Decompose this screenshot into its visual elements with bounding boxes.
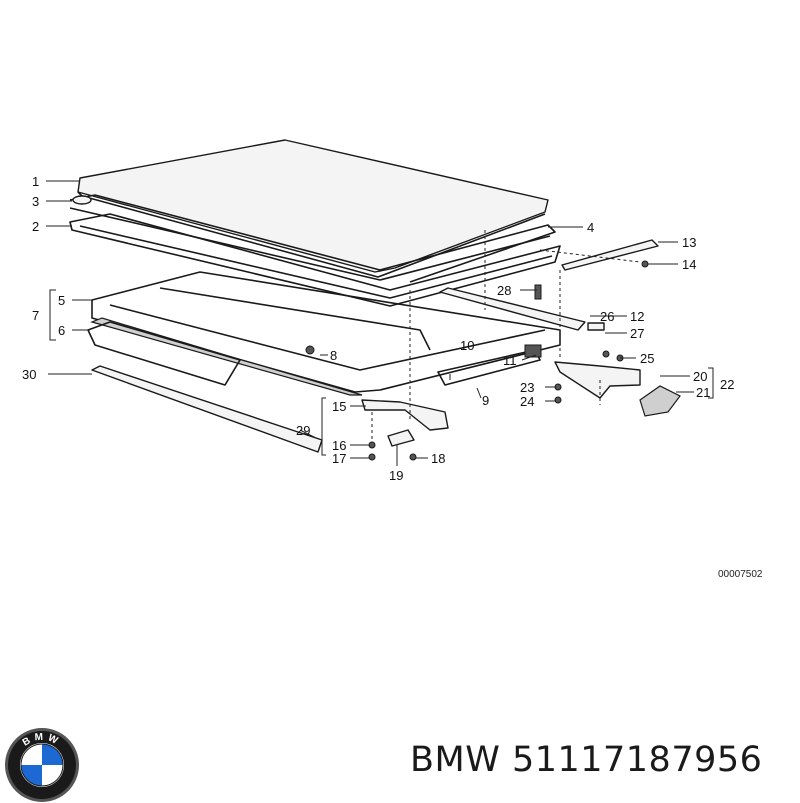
callout-10: 10 [460,338,474,353]
callout-16: 16 [332,438,346,453]
part-frame-seal [69,194,561,307]
callout-19: 19 [389,468,403,483]
callout-14: 14 [682,257,696,272]
callout-27: 27 [630,326,644,341]
part-lever-mechanism [554,361,681,417]
callout-22: 22 [720,377,734,392]
callout-21: 21 [696,385,710,400]
callout-4: 4 [587,220,594,235]
callout-5: 5 [58,293,65,308]
callout-26: 26 [600,309,614,324]
catalog-code: 00007502 [718,569,763,580]
callout-6: 6 [58,323,65,338]
part-latch [361,399,449,447]
part-sunroof-panel [77,139,549,278]
logo-blue-quadrant-1 [42,744,63,765]
part-small-hardware [305,260,649,461]
callout-13: 13 [682,235,696,250]
callout-24: 24 [520,394,534,409]
part-cable-bracket [437,344,542,386]
callout-25: 25 [640,351,654,366]
callout-12: 12 [630,309,644,324]
part-frame-base [87,271,561,396]
part-guide-rail [439,287,586,331]
callout-2: 2 [32,219,39,234]
callout-1: 1 [32,174,39,189]
logo-blue-quadrant-2 [21,765,42,786]
callout-15: 15 [332,399,346,414]
leader-lines [46,180,694,466]
bmw-logo: BMW [5,728,79,802]
callout-29: 29 [296,423,310,438]
footer-part-label: BMW 51117187956 [410,740,763,780]
callout-7: 7 [32,308,39,323]
part-rod [561,239,659,271]
callout-20: 20 [693,369,707,384]
callout-18: 18 [431,451,445,466]
group-brackets [49,289,714,456]
callout-28: 28 [497,283,511,298]
callout-numbers: 1 3 2 4 13 14 28 5 7 12 26 6 27 10 8 11 … [22,174,734,483]
callout-30: 30 [22,367,36,382]
callout-17: 17 [332,451,346,466]
callout-3: 3 [32,194,39,209]
callout-8: 8 [330,348,337,363]
callout-9: 9 [482,393,489,408]
callout-11: 11 [503,353,517,368]
callout-23: 23 [520,380,534,395]
